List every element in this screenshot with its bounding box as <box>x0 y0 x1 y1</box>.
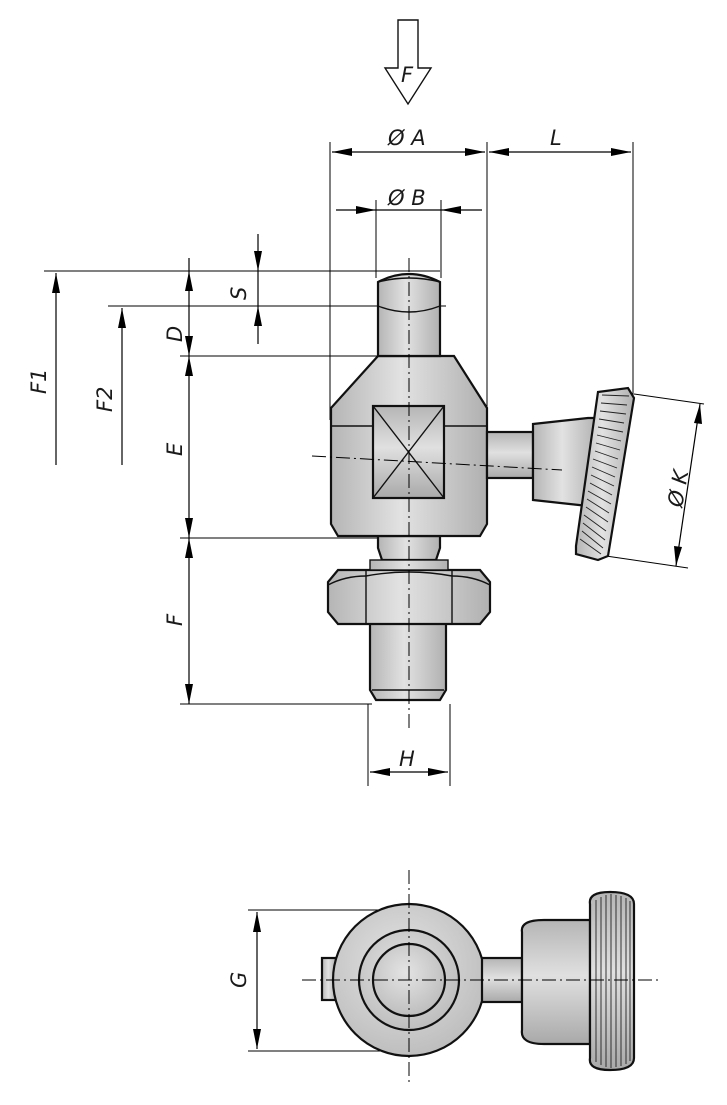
force-arrow <box>383 19 433 106</box>
label-f2: F2 <box>93 387 117 412</box>
label-l: L <box>550 126 562 150</box>
label-h: H <box>399 747 415 771</box>
label-s: S <box>227 287 251 300</box>
label-dia-a: Ø A <box>387 126 426 150</box>
extension-lines <box>44 142 705 1052</box>
label-f: F <box>163 613 187 626</box>
label-f1: F1 <box>27 369 51 394</box>
label-dia-k: Ø K <box>663 466 694 510</box>
label-dia-b: Ø B <box>387 186 426 210</box>
threaded-stem <box>368 612 448 702</box>
indexing-plunger-front-view <box>311 258 636 730</box>
label-e: E <box>163 442 187 456</box>
label-d: D <box>163 326 187 342</box>
label-force: F <box>401 63 414 87</box>
indexing-plunger-top-view <box>302 870 662 1086</box>
label-g: G <box>227 972 251 988</box>
dimension-lines <box>52 148 702 1049</box>
